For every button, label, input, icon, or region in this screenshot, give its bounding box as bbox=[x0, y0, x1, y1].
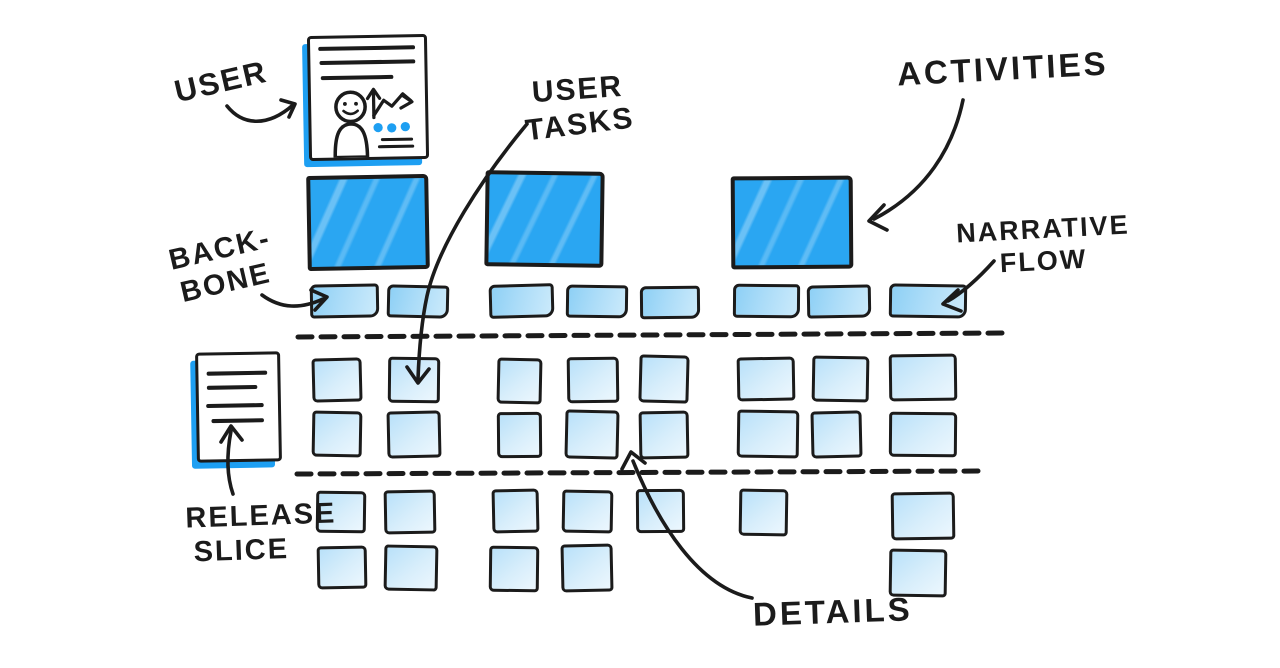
persona-person-icon bbox=[333, 90, 370, 158]
release-slice-label-line1: RELEASE bbox=[184, 497, 337, 535]
detail-card bbox=[811, 355, 870, 403]
detail-card bbox=[638, 410, 690, 460]
user-arrow-head bbox=[279, 98, 297, 119]
release-divider-line-2 bbox=[294, 468, 982, 477]
user-label: USER bbox=[171, 53, 271, 110]
detail-card bbox=[496, 357, 543, 405]
persona-text-line bbox=[318, 45, 416, 51]
detail-card bbox=[810, 410, 863, 459]
detail-card bbox=[311, 410, 363, 458]
release-slice-label-line2: SLICE bbox=[193, 533, 290, 569]
user-arrow bbox=[225, 103, 295, 124]
detail-card bbox=[738, 488, 789, 537]
detail-card bbox=[566, 356, 620, 404]
detail-card bbox=[383, 544, 439, 592]
release-text-line bbox=[206, 384, 258, 390]
backbone-card bbox=[888, 283, 968, 319]
activities-arrow bbox=[872, 98, 965, 221]
narrative-flow-label: NARRATIVE FLOW bbox=[955, 210, 1132, 283]
backbone-label: BACK- BONE bbox=[166, 221, 282, 311]
user-tasks-label: USER TASKS bbox=[522, 68, 637, 148]
narrative-flow-label-line2: FLOW bbox=[999, 243, 1088, 279]
persona-text-line bbox=[380, 137, 414, 142]
detail-card bbox=[488, 545, 540, 593]
details-label: DETAILS bbox=[752, 590, 914, 633]
detail-card bbox=[496, 411, 543, 459]
detail-card bbox=[311, 357, 363, 403]
release-text-line bbox=[206, 403, 264, 409]
persona-card-drawing bbox=[318, 45, 416, 158]
persona-text-line bbox=[320, 74, 394, 81]
release-slice-label: RELEASE SLICE bbox=[185, 496, 338, 570]
detail-card bbox=[638, 354, 690, 404]
release-divider-line-1 bbox=[295, 330, 1007, 340]
release-text-line bbox=[206, 370, 268, 376]
backbone-card bbox=[309, 283, 380, 319]
user-persona-card bbox=[306, 33, 430, 162]
detail-card bbox=[387, 356, 441, 404]
persona-text-line bbox=[319, 59, 416, 66]
detail-card bbox=[736, 409, 800, 459]
persona-dots-icon bbox=[373, 121, 410, 133]
activity-card bbox=[730, 175, 854, 270]
release-slice-card bbox=[195, 351, 282, 463]
release-text-line bbox=[211, 418, 264, 424]
backbone-card bbox=[565, 284, 629, 319]
detail-card bbox=[888, 411, 958, 458]
detail-card bbox=[491, 488, 540, 534]
detail-card bbox=[386, 410, 442, 459]
activity-card bbox=[306, 173, 430, 272]
backbone-card bbox=[386, 284, 450, 319]
detail-card bbox=[561, 489, 614, 534]
backbone-card bbox=[732, 283, 801, 319]
detail-card bbox=[564, 409, 620, 460]
backbone-card bbox=[488, 283, 555, 319]
detail-card bbox=[890, 491, 956, 541]
detail-card bbox=[635, 488, 686, 534]
activities-label: ACTIVITIES bbox=[896, 44, 1110, 93]
backbone-card bbox=[806, 284, 872, 319]
backbone-card bbox=[639, 285, 701, 320]
activities-arrow-head bbox=[867, 203, 889, 232]
detail-card bbox=[560, 543, 614, 593]
persona-chart-icon bbox=[365, 87, 414, 120]
detail-card bbox=[736, 356, 796, 402]
detail-card bbox=[888, 353, 958, 402]
detail-card bbox=[383, 489, 437, 535]
release-card-drawing bbox=[206, 370, 268, 424]
persona-text-line bbox=[377, 144, 415, 149]
activity-card bbox=[484, 170, 605, 268]
